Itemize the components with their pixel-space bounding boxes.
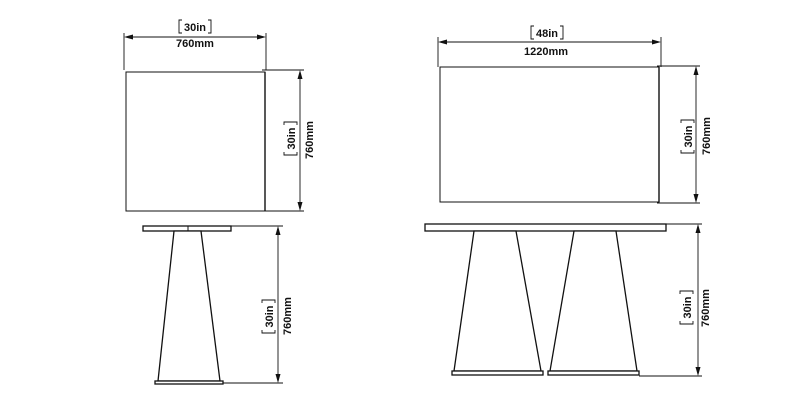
rect-tabletop-outline <box>439 66 660 203</box>
rect-depth-dimension: 30in 760mm <box>657 65 713 204</box>
square-table-side-view <box>142 225 232 385</box>
rect-table-top-view <box>439 66 660 203</box>
rect-cone-base-left <box>453 230 542 372</box>
square-base-foot <box>154 380 224 385</box>
square-width-mm-label: 760mm <box>176 38 214 50</box>
square-depth-inch-label: 30in <box>286 127 298 149</box>
rect-width-mm-label: 1220mm <box>524 46 568 58</box>
square-width-inch-label: 30in <box>184 22 206 34</box>
rect-table-side-view <box>424 223 667 376</box>
square-height-mm-label: 760mm <box>282 297 294 335</box>
rect-width-dimension: 48in 1220mm <box>437 25 662 67</box>
square-cone-base <box>157 230 221 382</box>
rect-depth-inch-label: 30in <box>683 125 695 147</box>
rect-tabletop-edge <box>424 223 667 232</box>
square-depth-mm-label: 760mm <box>304 121 316 159</box>
rect-height-dimension: 30in 760mm <box>639 223 712 377</box>
rect-cone-base-right <box>549 230 638 372</box>
rect-base-foot-right <box>547 370 640 376</box>
square-depth-dimension: 30in 760mm <box>262 69 316 212</box>
square-width-dimension: 30in 760mm <box>123 19 267 70</box>
rect-height-inch-label: 30in <box>682 296 694 318</box>
rect-height-mm-label: 760mm <box>700 289 712 327</box>
rect-depth-mm-label: 760mm <box>701 117 713 155</box>
square-height-inch-label: 30in <box>264 305 276 327</box>
rect-width-inch-label: 48in <box>536 28 558 40</box>
square-tabletop-edge <box>142 225 232 232</box>
square-table-top-view <box>125 71 266 212</box>
rect-base-foot-left <box>451 370 544 376</box>
square-tabletop-outline <box>125 71 266 212</box>
square-height-dimension: 30in 760mm <box>223 225 294 384</box>
